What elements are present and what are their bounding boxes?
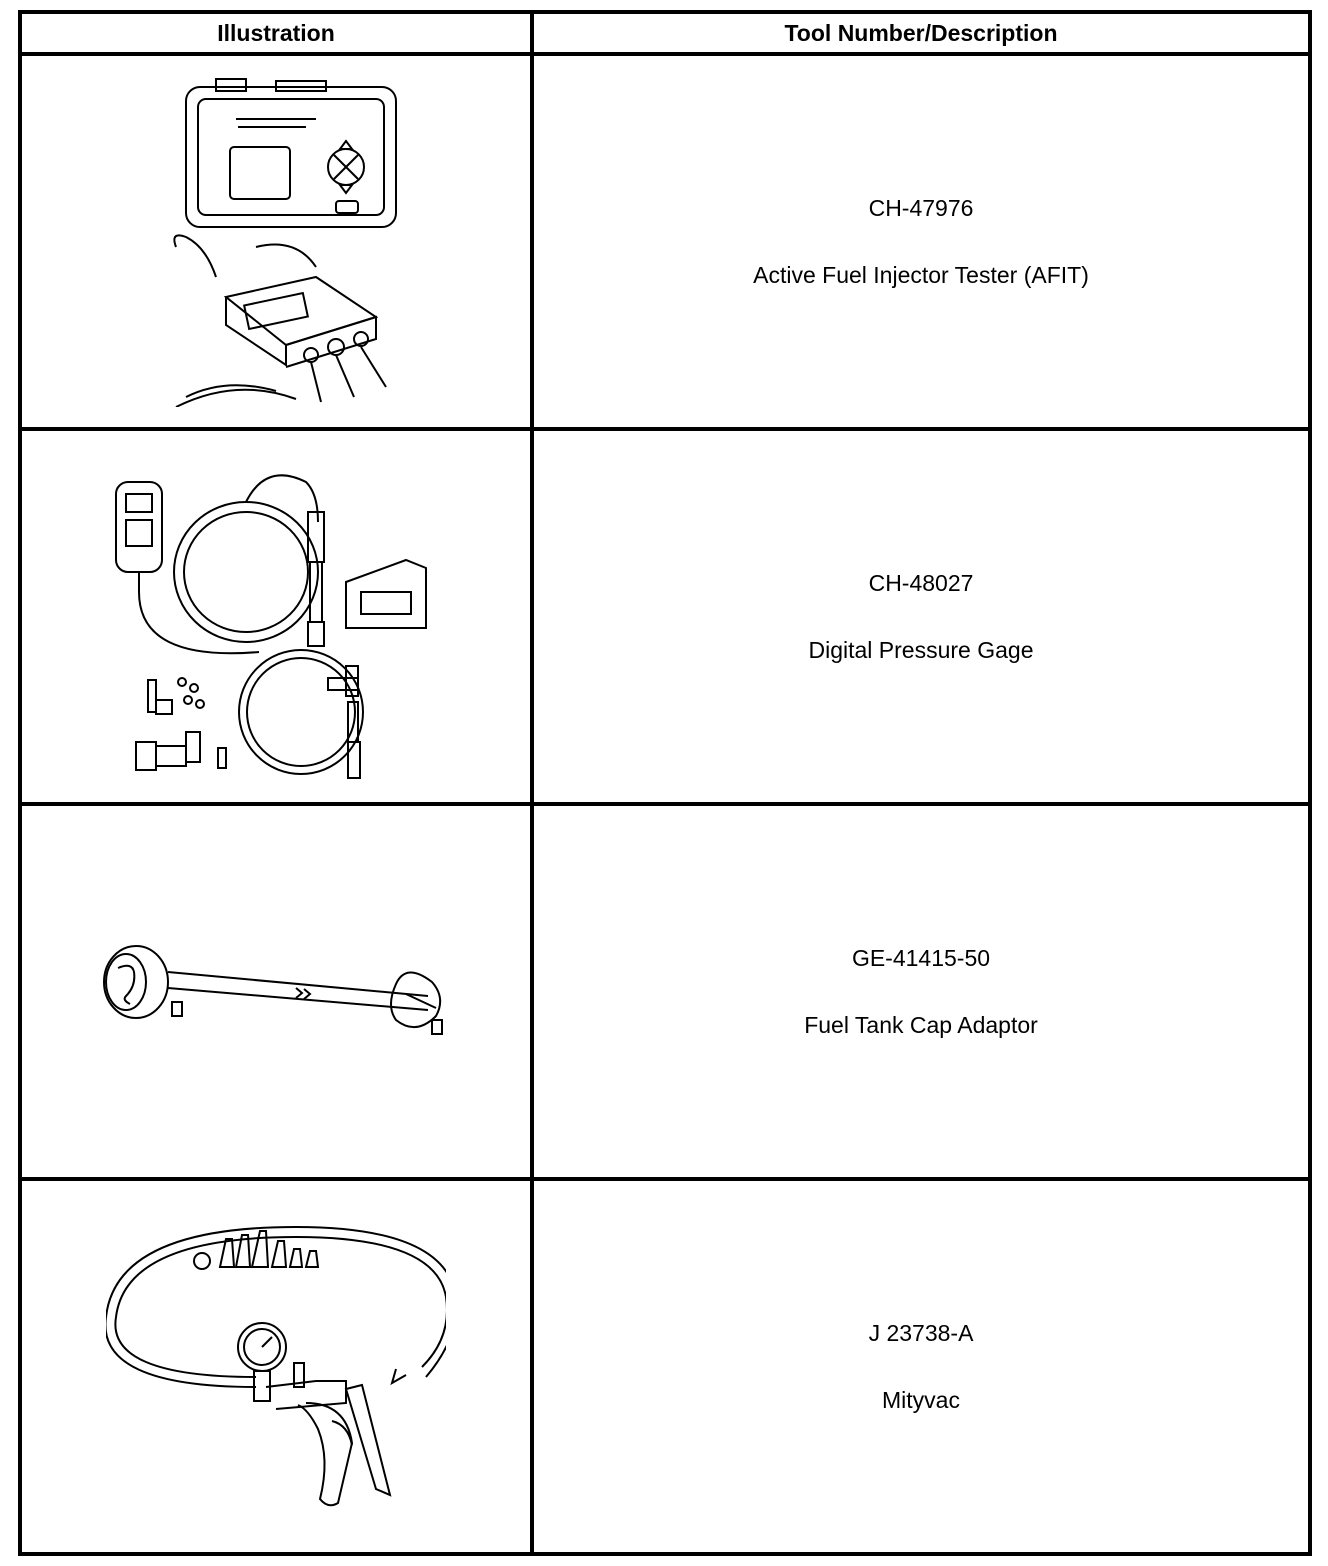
tool-description: Active Fuel Injector Tester (AFIT): [753, 261, 1089, 288]
fuel-tank-cap-adaptor-icon: [103, 944, 443, 1035]
digital-pressure-gage-icon: [115, 473, 427, 779]
table-row: J 23738-A Mityvac: [18, 1177, 1312, 1556]
header-illustration: Illustration: [18, 10, 534, 56]
table-header-row: Illustration Tool Number/Description: [18, 10, 1312, 56]
description-cell: CH-47976 Active Fuel Injector Tester (AF…: [530, 52, 1312, 431]
illustration-cell: [18, 52, 534, 431]
tool-number: CH-48027: [868, 569, 974, 596]
special-tools-table: Illustration Tool Number/Description: [18, 10, 1312, 1556]
illustration-cell: [18, 802, 534, 1181]
tool-number: GE-41415-50: [851, 944, 991, 971]
fuel-injector-tester-icon: [173, 77, 397, 407]
description-cell: J 23738-A Mityvac: [530, 1177, 1312, 1556]
table-row: CH-48027 Digital Pressure Gage: [18, 427, 1312, 806]
description-cell: CH-48027 Digital Pressure Gage: [530, 427, 1312, 806]
header-tool-number-description: Tool Number/Description: [530, 10, 1312, 56]
tool-description: Mityvac: [882, 1386, 960, 1413]
tool-description: Fuel Tank Cap Adaptor: [804, 1011, 1038, 1038]
mityvac-icon: [106, 1225, 446, 1506]
description-cell: GE-41415-50 Fuel Tank Cap Adaptor: [530, 802, 1312, 1181]
tool-number: CH-47976: [868, 194, 974, 221]
table-row: CH-47976 Active Fuel Injector Tester (AF…: [18, 52, 1312, 431]
tool-description: Digital Pressure Gage: [808, 636, 1034, 663]
illustration-cell: [18, 427, 534, 806]
table-row: GE-41415-50 Fuel Tank Cap Adaptor: [18, 802, 1312, 1181]
illustration-cell: [18, 1177, 534, 1556]
tool-number: J 23738-A: [868, 1319, 974, 1346]
